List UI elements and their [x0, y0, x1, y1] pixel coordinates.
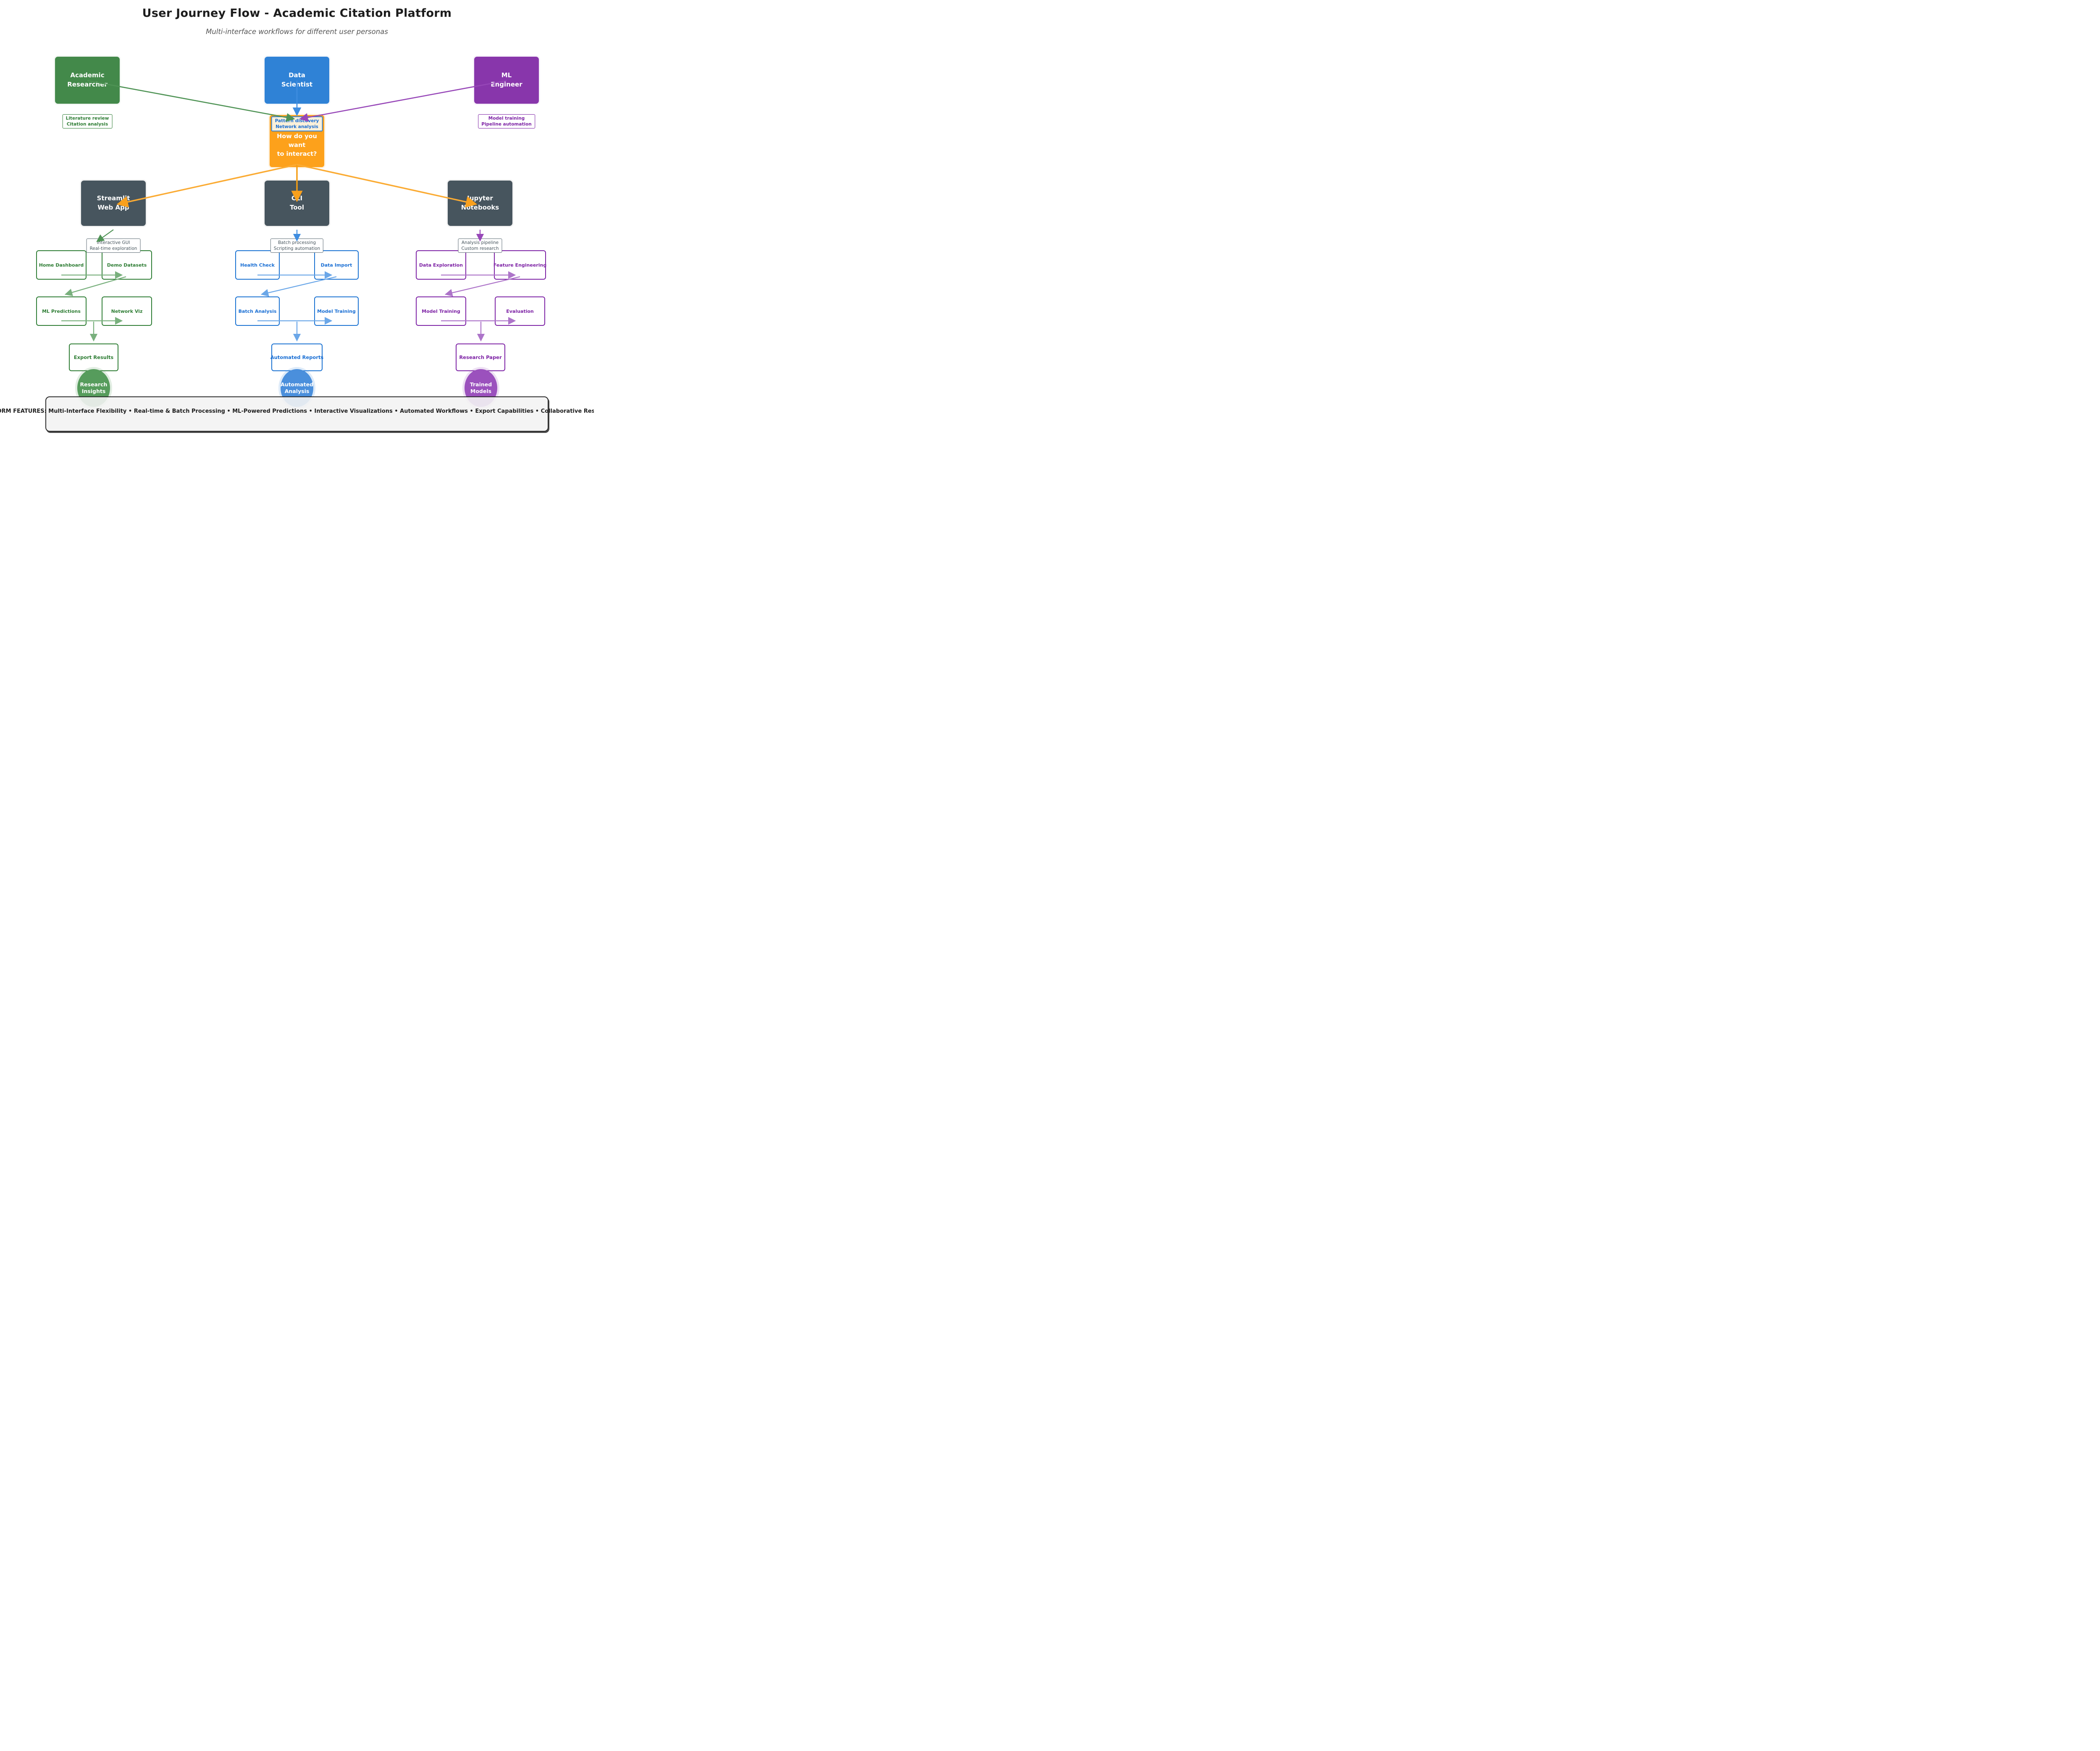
- desc-tag-line: Custom research: [461, 246, 499, 252]
- step-box-data-exploration: Data Exploration: [416, 250, 466, 280]
- step-box-feature-engineering: Feature Engineering: [494, 250, 546, 280]
- interface-label-line: Notebooks: [461, 204, 499, 211]
- key-features-text: KEY PLATFORM FEATURES: Multi-Interface F…: [0, 408, 594, 414]
- step-box-ml-predictions: ML Predictions: [36, 296, 87, 326]
- desc-tag-streamlit: Interactive GUI Real-time exploration: [86, 239, 141, 253]
- outcome-line: Models: [470, 388, 492, 394]
- goal-tag-researcher: Literature review Citation analysis: [62, 114, 113, 129]
- interface-label-line: Streamlit: [97, 194, 130, 202]
- interface-label-line: Tool: [290, 204, 304, 211]
- step-box-health-check: Health Check: [235, 250, 280, 280]
- step-box-model-training-cli: Model Training: [314, 296, 359, 326]
- desc-tag-line: Batch processing: [278, 240, 316, 245]
- goal-tag-scientist: Pattern discovery Network analysis: [271, 116, 323, 132]
- interface-node-streamlit-web-app: Streamlit Web App: [80, 179, 147, 227]
- step-box-demo-datasets: Demo Datasets: [102, 250, 152, 280]
- goal-tag-engineer: Model training Pipeline automation: [478, 114, 535, 129]
- goal-tag-line: Network analysis: [276, 124, 318, 130]
- page-title: User Journey Flow - Academic Citation Pl…: [142, 7, 452, 20]
- final-box-research-paper: Research Paper: [456, 343, 505, 371]
- persona-node-ml-engineer: ML Engineer: [473, 55, 540, 105]
- step-box-home-dashboard: Home Dashboard: [36, 250, 87, 280]
- persona-label-line: Data: [289, 71, 305, 79]
- interface-node-cli-tool: CLI Tool: [263, 179, 331, 227]
- outcome-line: Automated: [281, 381, 313, 388]
- desc-tag-cli: Batch processing Scripting automation: [270, 239, 324, 253]
- step-box-batch-analysis: Batch Analysis: [235, 296, 280, 326]
- desc-tag-line: Real-time exploration: [89, 246, 137, 252]
- outcome-line: Research: [80, 381, 108, 388]
- key-features-bar: [45, 396, 549, 432]
- desc-tag-line: Analysis pipeline: [461, 240, 499, 245]
- goal-tag-line: Model training: [488, 116, 525, 121]
- step-box-evaluation: Evaluation: [495, 296, 545, 326]
- persona-label-line: Engineer: [491, 81, 522, 88]
- step-box-data-import: Data Import: [314, 250, 359, 280]
- goal-tag-line: Literature review: [66, 116, 109, 121]
- goal-tag-line: Pipeline automation: [481, 122, 532, 127]
- desc-tag-line: Interactive GUI: [97, 240, 130, 245]
- step-box-network-viz: Network Viz: [102, 296, 152, 326]
- outcome-line: Trained: [470, 381, 492, 388]
- outcome-line: Insights: [81, 388, 106, 394]
- persona-node-academic-researcher: Academic Researcher: [54, 55, 121, 105]
- persona-label-line: Researcher: [67, 81, 108, 88]
- decision-label-line: How do you want: [277, 133, 317, 149]
- decision-label-line: to interact?: [277, 150, 317, 157]
- persona-label-line: ML: [501, 71, 512, 79]
- desc-tag-jupyter: Analysis pipeline Custom research: [458, 239, 502, 253]
- interface-label-line: CLI: [291, 194, 303, 202]
- interface-label-line: Web App: [97, 204, 129, 211]
- persona-node-data-scientist: Data Scientist: [263, 55, 331, 105]
- final-box-automated-reports: Automated Reports: [270, 343, 323, 371]
- page-subtitle: Multi-interface workflows for different …: [206, 28, 388, 36]
- persona-label-line: Academic: [70, 71, 105, 79]
- user-journey-flow-diagram: User Journey Flow - Academic Citation Pl…: [0, 0, 594, 438]
- desc-tag-line: Scripting automation: [273, 246, 320, 252]
- step-box-model-training-jupyter: Model Training: [416, 296, 466, 326]
- interface-label-line: Jupyter: [467, 194, 493, 202]
- interface-node-jupyter-notebooks: Jupyter Notebooks: [446, 179, 514, 227]
- outcome-line: Analysis: [284, 388, 310, 394]
- final-box-export-results: Export Results: [69, 343, 118, 371]
- goal-tag-line: Pattern discovery: [275, 118, 319, 123]
- persona-label-line: Scientist: [281, 81, 313, 88]
- goal-tag-line: Citation analysis: [66, 122, 108, 127]
